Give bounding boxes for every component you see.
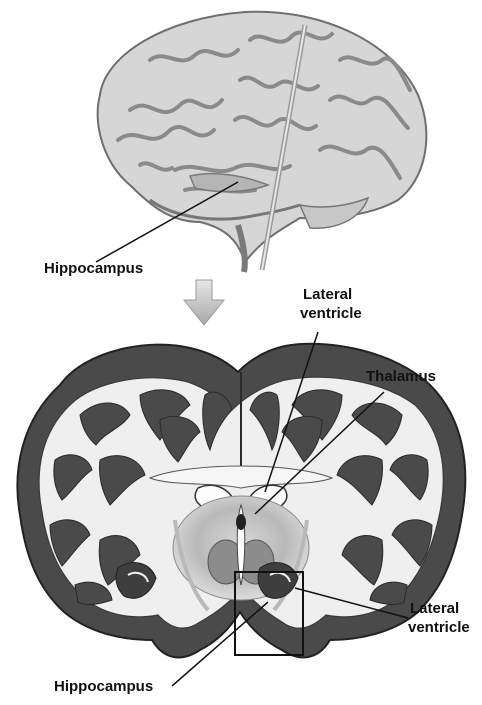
label-lateral-ventricle-bottom-line2: ventricle	[408, 619, 470, 636]
label-hippocampus-top: Hippocampus	[44, 260, 143, 277]
label-thalamus: Thalamus	[366, 368, 436, 385]
label-lateral-ventricle-bottom-line1: Lateral	[410, 600, 459, 617]
label-hippocampus-bottom: Hippocampus	[54, 678, 153, 695]
label-lateral-ventricle-top-line1: Lateral	[303, 286, 352, 303]
brain-coronal-section	[17, 344, 465, 658]
label-lateral-ventricle-top-line2: ventricle	[300, 305, 362, 322]
down-arrow-icon	[184, 280, 224, 325]
